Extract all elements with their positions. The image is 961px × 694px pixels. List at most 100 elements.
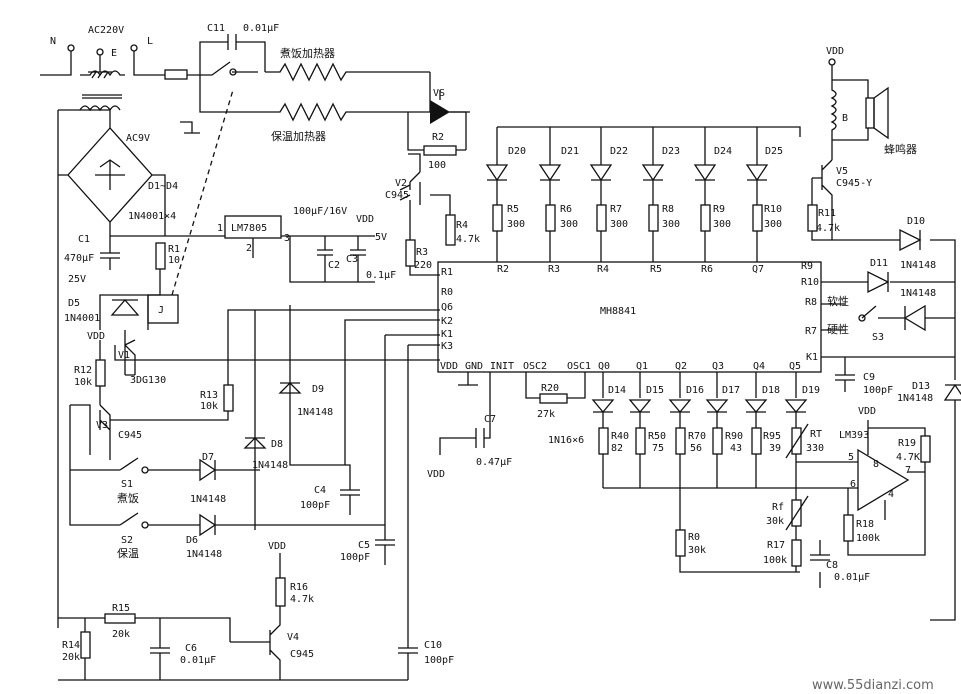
ic-pin-init: INIT [490, 361, 514, 372]
led-d23: D23 R8 300 [641, 127, 680, 262]
v5-part: C945-Y [836, 178, 872, 189]
led-row: D20 R5 300 D21 R6 300 D22 R7 300 D23 R8 … [485, 126, 801, 262]
r13-value: 10k [200, 401, 218, 412]
transformer-secondary [79, 94, 122, 112]
r4-resistor [445, 214, 456, 246]
r15-resistor [104, 613, 136, 624]
r13-name: R13 [200, 390, 218, 401]
buzzer-section: VDD B 蜂鸣器 V5 C945-Y R11 4.7k D10 D11 1N4… [807, 46, 961, 621]
r18-value: 100k [856, 533, 880, 544]
led-d25-name: D25 [765, 146, 783, 157]
ic-body [437, 261, 822, 373]
d5-part: 1N4001 [64, 313, 100, 324]
s2-contact [141, 521, 149, 529]
ic-pin-q7: Q7 [752, 264, 764, 275]
lm393-pin5: 5 [848, 452, 854, 463]
r20-value: 27k [537, 409, 555, 420]
led-r7-value: 300 [610, 219, 628, 230]
q-diode-row [591, 399, 809, 488]
r16-value: 4.7k [290, 594, 314, 605]
lm393-triangle [857, 448, 910, 512]
led-d24: D24 R9 300 [693, 127, 732, 262]
supply-label: AC220V [88, 25, 124, 36]
ic-pin-q0: Q0 [598, 361, 610, 372]
r17-name: R17 [767, 540, 785, 551]
earth-terminal [96, 48, 104, 56]
r11-name: R11 [818, 208, 836, 219]
comparator: LM393 VDD 8 5 6 7 4 R19 4.7K R18 100k [830, 406, 931, 556]
ic-pin-r0: R0 [441, 287, 453, 298]
d8-name: D8 [271, 439, 283, 450]
d10-part: 1N4148 [900, 288, 936, 299]
r70-name: R70 [688, 431, 706, 442]
r6-resistor [545, 204, 556, 232]
led-r9-name: R9 [713, 204, 725, 215]
r14-name: R14 [62, 640, 80, 651]
r70-resistor [675, 427, 686, 455]
r90-resistor [712, 427, 723, 455]
lm393-pin6: 6 [850, 479, 856, 490]
led-d22: D22 R7 300 [589, 127, 628, 262]
rf-value: 30k [766, 516, 784, 527]
s1-contact [141, 466, 149, 474]
ic-pin-q1: Q1 [636, 361, 648, 372]
r5-resistor [492, 204, 503, 232]
r2-name: R2 [432, 132, 444, 143]
r15-value: 20k [112, 629, 130, 640]
r95-name: R95 [763, 431, 781, 442]
buzzer-label: 蜂鸣器 [884, 142, 917, 156]
d11-part: 1N4148 [900, 260, 936, 271]
led-d20-name: D20 [508, 146, 526, 157]
led-d21-name: D21 [561, 146, 579, 157]
s3-hard-label: 硬性 [827, 322, 849, 336]
r17-resistor [791, 539, 802, 567]
r16-name: R16 [290, 582, 308, 593]
r20-resistor [539, 393, 568, 404]
lm393-pin7: 7 [905, 465, 911, 476]
ic-pin-q6: Q6 [441, 302, 453, 313]
r4-name: R4 [456, 220, 468, 231]
d11-name: D11 [870, 258, 888, 269]
q-diode-part: 1N16×6 [548, 435, 584, 446]
c9-name: C9 [863, 372, 875, 383]
d5-name: D5 [68, 298, 80, 309]
r7-resistor [596, 204, 607, 232]
d7-name: D7 [202, 452, 214, 463]
rf-resistor [791, 499, 802, 527]
c4-value: 100pF [300, 500, 330, 511]
r12-value: 10k [74, 377, 92, 388]
d14-name: D14 [608, 385, 626, 396]
c2-name: C2 [328, 260, 340, 271]
ic-pin-r1: R1 [441, 267, 453, 278]
warm-heater-label: 保温加热器 [271, 129, 326, 143]
mains-section: AC220V N E L C11 0.01μF 煮饭加热器 保温加热器 VS R… [40, 23, 470, 171]
r0-value: 30k [688, 545, 706, 556]
d12-diode [903, 304, 926, 332]
ic-pin-r10: R10 [801, 277, 819, 288]
c9-value: 100pF [863, 385, 893, 396]
d17-name: D17 [722, 385, 740, 396]
r17-value: 100k [763, 555, 787, 566]
led-d20: D20 R5 300 [485, 127, 526, 262]
vdd-terminal [828, 58, 836, 66]
ic-mh8841: MH8841 R1 R0 Q6 K2 K1 K3 VDD R2 R3 R4 R5… [437, 261, 822, 373]
r1-value: 10 [168, 255, 180, 266]
triac-name: VS [433, 88, 445, 99]
r11-value: 4.7k [816, 223, 840, 234]
driver-section: V1 3DG130 V2 C945 R3 220 R4 4.7k VDD R12… [70, 153, 480, 460]
c4-name: C4 [314, 485, 326, 496]
lm393-vdd: VDD [858, 406, 876, 417]
r1-name: R1 [168, 244, 180, 255]
reg-out-label: 5V [375, 232, 387, 243]
led-d21: D21 R6 300 [538, 127, 579, 262]
d10-diode [899, 228, 922, 252]
s2-name: S2 [121, 535, 133, 546]
ic-pin-gnd: GND [465, 361, 483, 372]
d18-name: D18 [762, 385, 780, 396]
led-r6-name: R6 [560, 204, 572, 215]
switch-contact [229, 68, 237, 76]
r9-resistor [700, 204, 711, 232]
relay-coil [147, 294, 179, 324]
neutral-label: N [50, 36, 56, 47]
r18-name: R18 [856, 519, 874, 530]
